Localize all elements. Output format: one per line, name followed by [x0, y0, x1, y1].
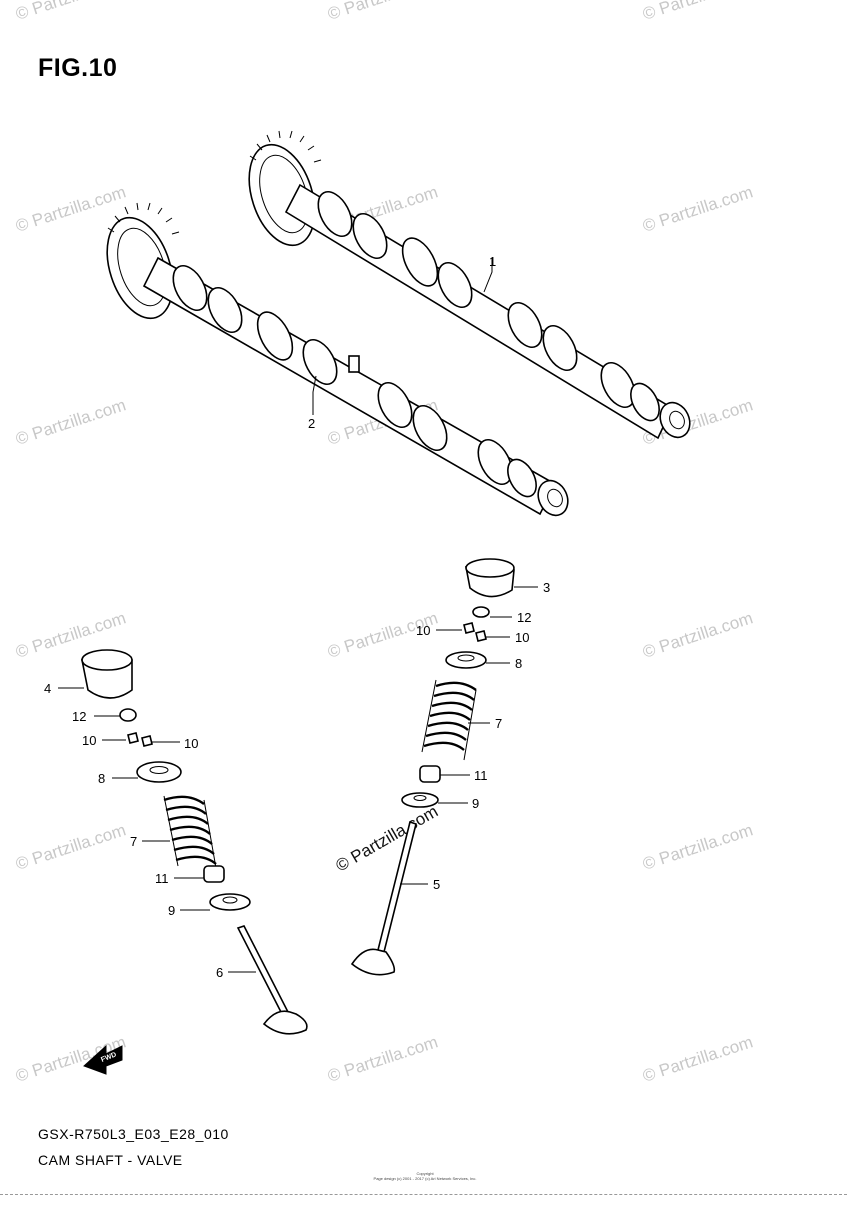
cam-lobe [377, 382, 413, 428]
callout-7-right: 7 [495, 716, 502, 731]
callout-2: 2 [308, 416, 315, 431]
camshaft-2-end [537, 479, 569, 517]
cam-lobe [600, 362, 636, 408]
cam-lobe [172, 265, 208, 311]
copyright-line-1: Copyright [416, 1171, 434, 1176]
copyright-notice: Copyright Page design (c) 2001 - 2017 (c… [360, 1171, 490, 1181]
callout-8-right: 8 [515, 656, 522, 671]
spring-seat-left [209, 893, 251, 911]
sprocket-teeth [249, 130, 322, 163]
watermark-center: © Partzilla.com [333, 802, 442, 876]
retainer-right-hole [457, 654, 475, 662]
callout-12-left: 12 [72, 709, 86, 724]
camshaft-1-end [659, 401, 691, 439]
cam-lobe [256, 311, 294, 361]
valve-exhaust-head [350, 948, 396, 976]
tappet-right-top [465, 558, 515, 578]
shim-right [472, 606, 490, 618]
cam-lobe [630, 382, 660, 422]
watermark: © Partzilla.com [640, 182, 755, 235]
watermark: © Partzilla.com [640, 1032, 755, 1085]
figure-name: CAM SHAFT - VALVE [38, 1152, 183, 1168]
callout-6: 6 [216, 965, 223, 980]
leader-1 [483, 258, 493, 293]
cotter-left-b [141, 735, 153, 747]
spring-seat-right-hole [413, 795, 427, 801]
callout-labels: 1 2 3 12 10 10 8 7 11 9 5 4 12 10 10 8 7… [44, 254, 550, 980]
sprocket-teeth [107, 202, 180, 235]
watermark: © Partzilla.com [13, 0, 128, 24]
callout-10-left-right: 10 [184, 736, 198, 751]
valve-assembly-right [350, 558, 515, 976]
spring-left-coils [163, 795, 217, 865]
camshaft-1 [248, 130, 691, 440]
leader-2 [312, 375, 317, 415]
spring-right-coils [423, 681, 477, 751]
cam-lobe [352, 213, 388, 259]
leader-lines [58, 258, 538, 973]
callout-12-right: 12 [517, 610, 531, 625]
cam-lobe [412, 405, 448, 451]
cotter-right-a [463, 622, 475, 634]
cam-lobe [302, 339, 338, 385]
cam-lobe [507, 302, 543, 348]
camshaft-1-bore [669, 410, 685, 430]
cam-lobe [401, 237, 439, 287]
front-direction-arrow-icon: FWD [83, 1044, 123, 1075]
valve-assembly-left [81, 649, 308, 1035]
watermark: © Partzilla.com [325, 0, 440, 24]
callout-5: 5 [433, 877, 440, 892]
callout-11-left: 11 [155, 871, 169, 886]
stem-seal-right [419, 765, 441, 783]
spring-right-outline [421, 679, 477, 761]
cam-lobe [207, 287, 243, 333]
copyright-line-2: Page design (c) 2001 - 2017 (c) Ari Netw… [373, 1176, 477, 1181]
cam-lobe [542, 325, 578, 371]
watermark: © Partzilla.com [325, 1032, 440, 1085]
cam-lobe [477, 439, 513, 485]
cam-lobe [437, 262, 473, 308]
spring-left-outline [163, 795, 217, 869]
valve-intake-stem [236, 925, 290, 1015]
callout-4: 4 [44, 681, 51, 696]
bottom-divider [0, 1194, 847, 1195]
watermark: © Partzilla.com [640, 820, 755, 873]
watermark: © Partzilla.com [13, 820, 128, 873]
watermark: © Partzilla.com [13, 182, 128, 235]
callout-10-right-left: 10 [416, 623, 430, 638]
watermark: © Partzilla.com [640, 608, 755, 661]
watermark: © Partzilla.com [13, 395, 128, 448]
callout-8-left: 8 [98, 771, 105, 786]
cam-dowel-pin [348, 355, 360, 373]
callout-9-left: 9 [168, 903, 175, 918]
camshaft-2 [106, 202, 569, 517]
retainer-left-hole [149, 766, 169, 774]
callout-9-right: 9 [472, 796, 479, 811]
stem-seal-left [203, 865, 225, 883]
cotter-right-b [475, 630, 487, 642]
tappet-left-top [81, 649, 133, 671]
retainer-right [445, 651, 487, 669]
callout-11-right: 11 [474, 768, 488, 783]
callout-7-left: 7 [130, 834, 137, 849]
callout-10-left-left: 10 [82, 733, 96, 748]
cotter-left-a [127, 732, 139, 744]
camshaft-2-bore [547, 488, 563, 508]
callout-3: 3 [543, 580, 550, 595]
spring-seat-left-hole [222, 896, 238, 904]
valve-intake-head [262, 1010, 308, 1035]
figure-code: GSX-R750L3_E03_E28_010 [38, 1126, 229, 1142]
watermark: © Partzilla.com [640, 0, 755, 24]
retainer-left [136, 761, 182, 783]
callout-1: 1 [489, 254, 496, 269]
callout-10-right-right: 10 [515, 630, 529, 645]
figure-title: FIG.10 [38, 54, 118, 82]
cam-lobe [317, 191, 353, 237]
cam-lobe [507, 458, 537, 498]
shim-left [119, 708, 137, 722]
